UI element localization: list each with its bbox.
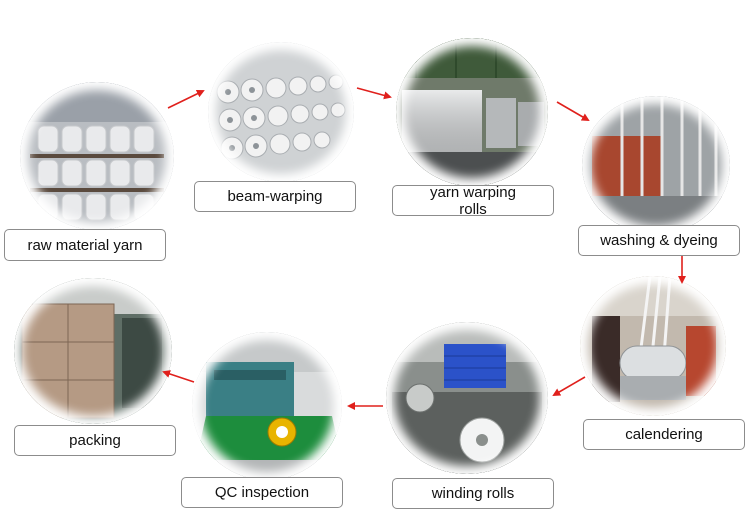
step-label-raw-material-yarn: raw material yarn [4,229,166,261]
arrow-qc-to-pack [162,370,195,383]
arrow-rolls-to-wash [556,101,590,122]
packing-photo [14,278,172,424]
step-label-winding-rolls: winding rolls [392,478,554,509]
step-label-beam-warping: beam-warping [194,181,356,212]
step-label-calendering: calendering [583,419,745,450]
arrow-cal-to-wind [552,376,586,397]
step-label-yarn-warping-rolls: yarn warping rolls [392,184,554,218]
beam-warping-photo [208,42,354,182]
winding-rolls-photo [386,322,548,474]
arrow-beam-to-rolls [356,87,392,100]
arrow-raw-to-beam [167,90,205,109]
step-label-packing: packing [14,425,176,456]
step-label-qc-inspection: QC inspection [181,477,343,508]
step-label-washing-dyeing: washing & dyeing [578,225,740,256]
